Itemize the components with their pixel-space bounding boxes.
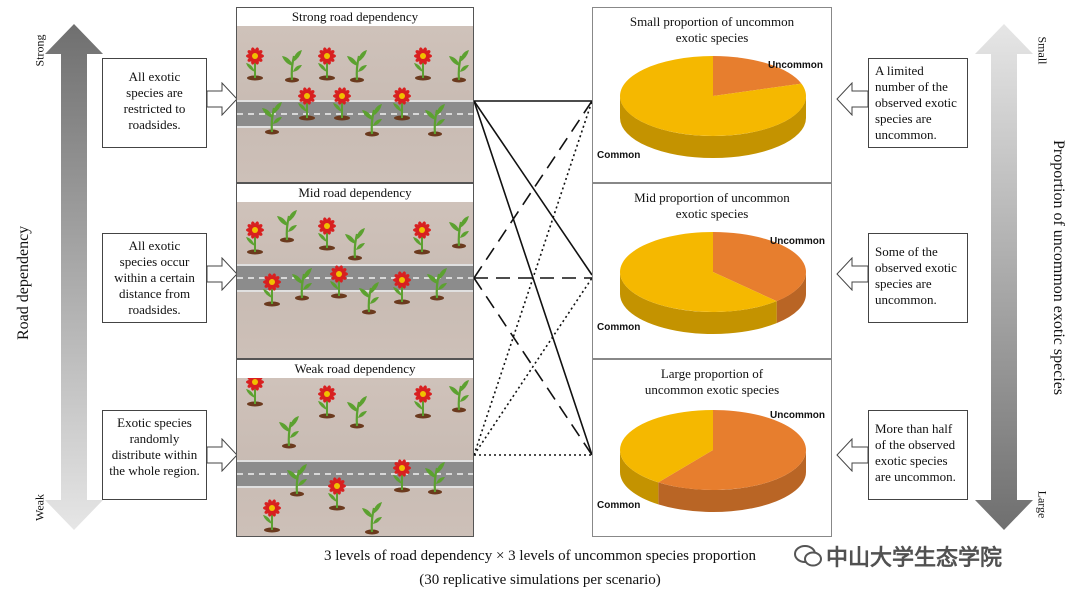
pie-chart xyxy=(620,232,806,334)
panel-strong-road: Strong road dependency xyxy=(236,7,474,183)
plant-icon xyxy=(449,50,469,83)
pie-chart xyxy=(620,410,806,512)
plant-icon xyxy=(425,462,445,495)
plant-icon xyxy=(287,464,307,497)
uncommon-label: Uncommon xyxy=(768,60,823,71)
plant-icon xyxy=(449,380,469,413)
flower-icon xyxy=(393,271,411,305)
pie-slice-uncommon xyxy=(713,232,806,302)
road-dependency-arrow xyxy=(45,24,103,530)
scenario-connections xyxy=(474,100,593,456)
flower-icon xyxy=(298,87,316,121)
panel-weak-road: Weak road dependency xyxy=(236,359,474,537)
plant-icon xyxy=(277,210,297,243)
flower-icon xyxy=(246,221,264,255)
flower-icon xyxy=(318,47,336,81)
callout-strong-road: All exotic species are restricted to roa… xyxy=(102,58,207,148)
plant-icon xyxy=(359,282,379,315)
plant-icon xyxy=(362,104,382,137)
pie-slice-common xyxy=(620,232,777,312)
flower-icon xyxy=(414,47,432,81)
flower-icon xyxy=(263,273,281,307)
plant-icon xyxy=(347,396,367,429)
wechat-icon xyxy=(794,545,822,567)
left-axis-bottom-label: Weak xyxy=(32,493,47,522)
callout-small-proportion: A limited number of the observed exotic … xyxy=(868,58,968,148)
left-axis-label: Road dependency xyxy=(15,225,32,340)
panel-mid-road: Mid road dependency xyxy=(236,183,474,359)
plant-icon xyxy=(262,102,282,135)
flower-icon xyxy=(333,87,351,121)
callout-mid-road: All exotic species occur within a certai… xyxy=(102,233,207,323)
flower-icon xyxy=(393,459,411,493)
plant-icon xyxy=(345,228,365,261)
common-label: Common xyxy=(597,500,641,511)
flower-icon xyxy=(246,47,264,81)
flower-icon xyxy=(413,221,431,255)
arrow-left-2-icon xyxy=(836,257,869,291)
road-icon xyxy=(237,100,473,128)
flower-icon xyxy=(414,385,432,419)
callout-large-proportion: More than half of the observed exotic sp… xyxy=(868,410,968,500)
left-axis-top-label: Strong xyxy=(32,34,47,67)
pie-side xyxy=(620,450,659,505)
common-label: Common xyxy=(597,150,641,161)
callout-mid-proportion: Some of the observed exotic species are … xyxy=(868,233,968,323)
flower-icon xyxy=(263,499,281,533)
arrow-left-3-icon xyxy=(836,438,869,472)
plant-icon xyxy=(347,50,367,83)
field-illustration xyxy=(237,373,473,535)
plant-icon xyxy=(292,268,312,301)
footer-line-1: 3 levels of road dependency × 3 levels o… xyxy=(323,548,757,564)
flower-icon xyxy=(393,87,411,121)
arrow-right-2-icon xyxy=(206,257,238,291)
arrow-left-1-icon xyxy=(836,82,869,116)
pie-side xyxy=(776,272,806,324)
arrow-right-3-icon xyxy=(206,438,238,472)
plant-icon xyxy=(279,416,299,449)
uncommon-label: Uncommon xyxy=(770,410,825,421)
plant-icon xyxy=(425,104,445,137)
callout-weak-road: Exotic species randomly distribute withi… xyxy=(102,410,207,500)
right-axis-label: Proportion of uncommon exotic species xyxy=(1050,140,1067,396)
pie-side xyxy=(620,272,777,334)
flower-icon xyxy=(318,385,336,419)
uncommon-label: Uncommon xyxy=(770,236,825,247)
plant-icon xyxy=(427,268,447,301)
right-axis-top-label: Small xyxy=(1035,36,1050,65)
watermark-text: 中山大学生态学院 xyxy=(826,546,1003,571)
pie-slice-uncommon xyxy=(713,56,802,96)
flower-icon xyxy=(246,373,264,407)
plant-icon xyxy=(449,216,469,249)
pie-chart xyxy=(620,56,806,158)
panel-title: Strong road dependency xyxy=(237,8,473,26)
field-illustration xyxy=(237,47,473,137)
panel-title: Mid road dependency xyxy=(237,184,473,202)
flower-icon xyxy=(318,217,336,251)
footer-line-2: (30 replicative simulations per scenario… xyxy=(419,572,661,588)
right-axis-bottom-label: Large xyxy=(1035,490,1050,519)
proportion-arrow xyxy=(975,24,1033,530)
arrow-right-1-icon xyxy=(206,82,238,116)
pie-slice-common xyxy=(620,410,713,483)
pie-slice-uncommon xyxy=(658,410,806,490)
plant-icon xyxy=(362,502,382,535)
pie-side xyxy=(658,450,806,512)
pie-side xyxy=(620,96,806,158)
field-illustration xyxy=(237,210,473,315)
common-label: Common xyxy=(597,322,641,333)
panel-title: Weak road dependency xyxy=(237,360,473,378)
plant-icon xyxy=(282,50,302,83)
flower-icon xyxy=(328,477,346,511)
flower-icon xyxy=(330,265,348,299)
pie-slice-common xyxy=(620,56,806,136)
